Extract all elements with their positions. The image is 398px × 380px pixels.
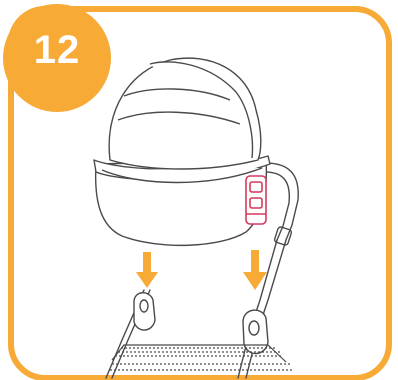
down-arrow-icon: [136, 252, 158, 288]
frame-adapter-left: [134, 293, 155, 330]
carrycot-clip: [246, 176, 266, 224]
carrycot: [94, 58, 270, 245]
step-number: 12: [12, 30, 102, 70]
frame-adapter-right: [243, 310, 268, 353]
down-arrow-icon: [243, 250, 267, 290]
